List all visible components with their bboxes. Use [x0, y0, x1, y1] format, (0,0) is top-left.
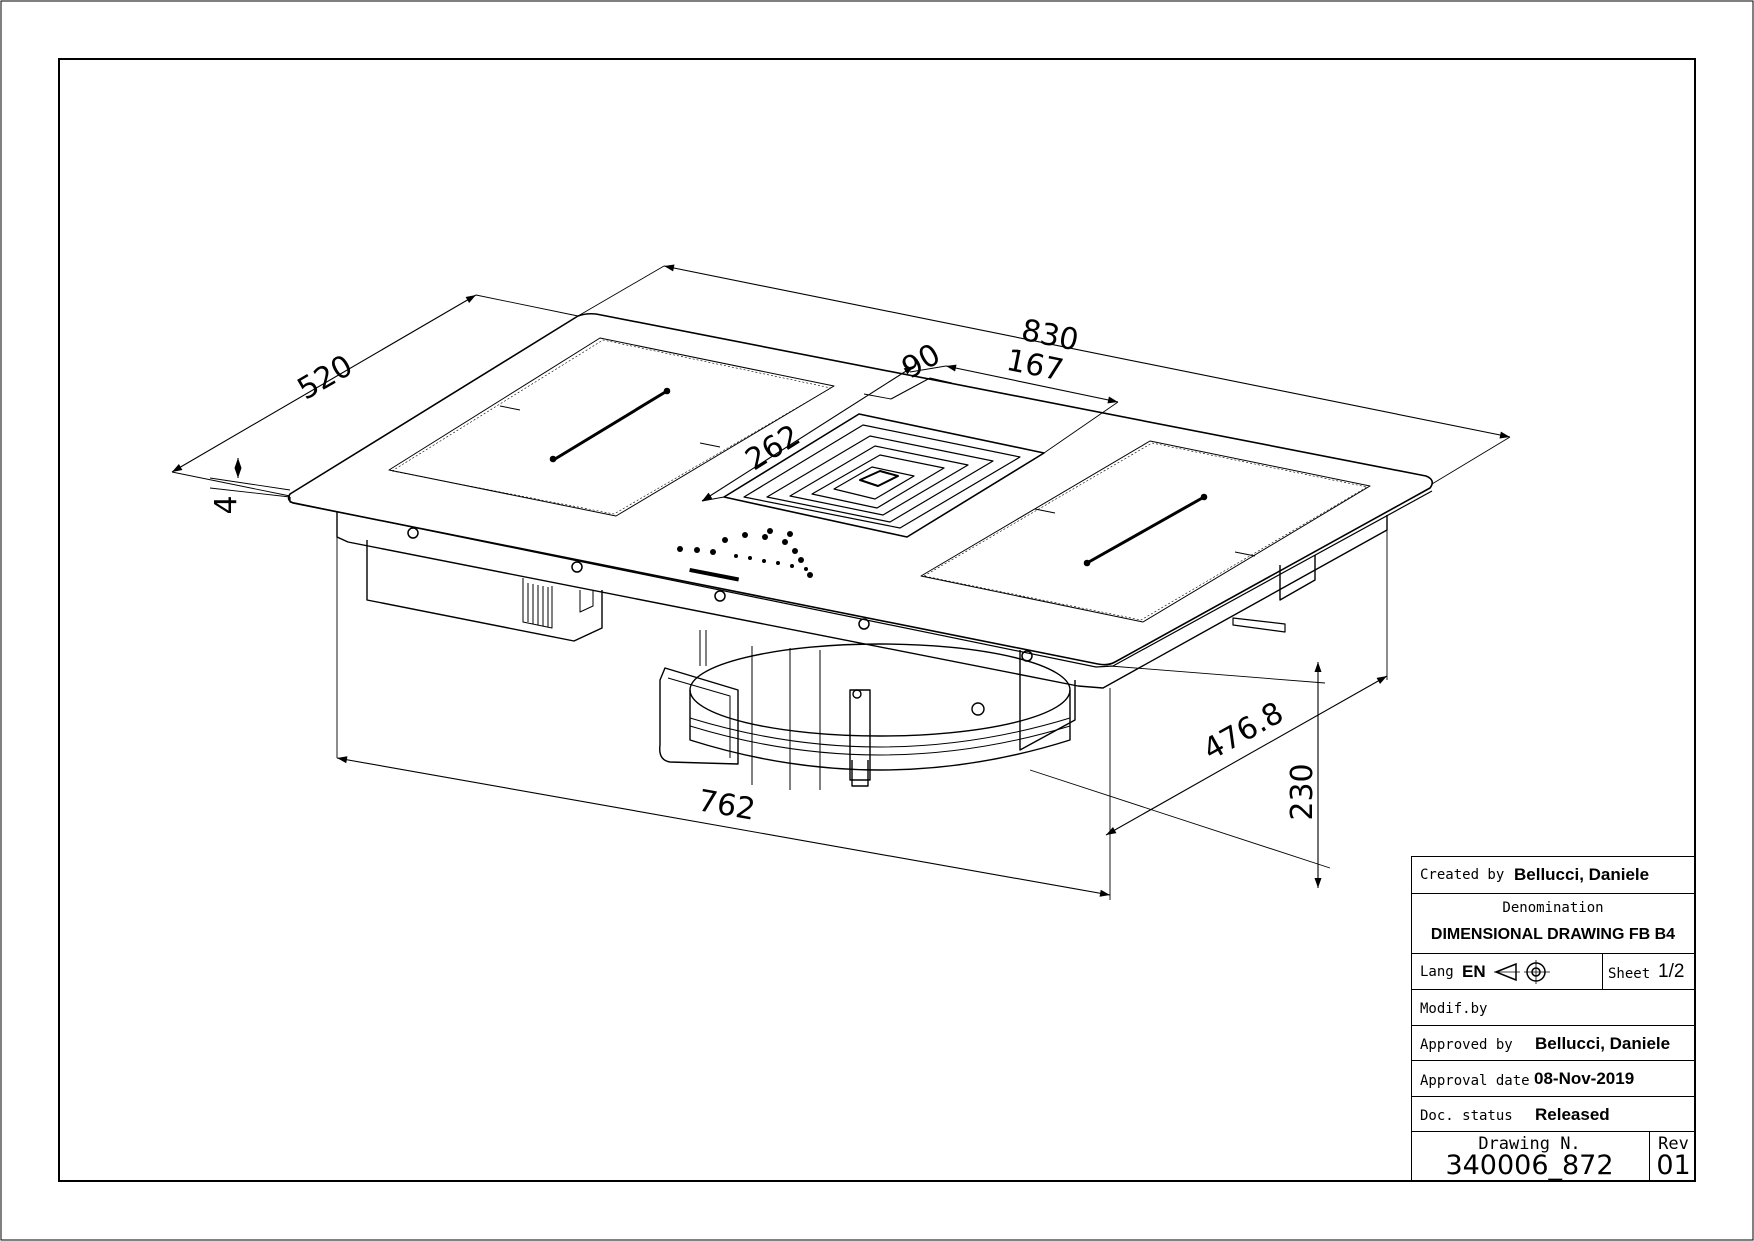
- approved-by-value: Bellucci, Daniele: [1535, 1034, 1671, 1053]
- cooking-zone-right: [920, 440, 1371, 623]
- lang-value: EN: [1462, 962, 1486, 981]
- sheet-label: Sheet: [1608, 966, 1651, 982]
- dimension-lines: [171, 264, 1511, 900]
- rev-value: 01: [1656, 1150, 1691, 1181]
- title-block: Created by Bellucci, Daniele Denominatio…: [1411, 856, 1695, 1182]
- fan-motor: [659, 630, 1076, 790]
- electronics-box-right: [1279, 555, 1316, 601]
- created-by-value: Bellucci, Daniele: [1514, 865, 1650, 884]
- modif-label: Modif.by: [1420, 1001, 1488, 1017]
- approval-date-label: Approval date: [1420, 1073, 1530, 1089]
- drawing-n-label: Drawing N.: [1478, 1134, 1581, 1154]
- dim-230: 230: [1285, 763, 1320, 820]
- first-angle-projection-icon: [1494, 960, 1550, 984]
- approval-date-value: 08-Nov-2019: [1534, 1069, 1635, 1088]
- denomination-row: Denomination DIMENSIONAL DRAWING FB B4: [1412, 894, 1694, 954]
- doc-status-label: Doc. status: [1420, 1108, 1513, 1124]
- created-by-label: Created by: [1420, 867, 1505, 883]
- approval-date-row: Approval date 08-Nov-2019: [1412, 1061, 1694, 1097]
- lang-label: Lang: [1420, 964, 1454, 980]
- dim-762: 762: [695, 783, 757, 827]
- approved-by-label: Approved by: [1420, 1037, 1513, 1053]
- fixing-screws: [407, 527, 1033, 662]
- drawing-border: [58, 58, 1696, 1182]
- lang-sheet-row: Lang EN Sheet 1/2: [1412, 954, 1694, 990]
- drawing-n-value: 340006_872: [1445, 1150, 1614, 1181]
- dim-262: 262: [739, 418, 806, 478]
- sheet-divider: [1602, 954, 1603, 989]
- drawing-number-row: Drawing N. 340006_872 Rev 01: [1412, 1132, 1694, 1182]
- dim-4: 4: [209, 495, 244, 514]
- dim-520: 520: [292, 348, 359, 407]
- cooking-zone-left: [388, 337, 835, 517]
- dimension-labels: 830 520 4 90 167 262 762 476.8 230: [209, 313, 1320, 828]
- denomination-value: DIMENSIONAL DRAWING FB B4: [1430, 926, 1676, 943]
- rev-divider: [1649, 1132, 1650, 1182]
- touch-controls: [677, 528, 813, 582]
- dim-90: 90: [896, 337, 947, 386]
- rev-label: Rev: [1658, 1134, 1689, 1154]
- doc-status-row: Doc. status Released: [1412, 1097, 1694, 1132]
- created-by-row: Created by Bellucci, Daniele: [1412, 857, 1694, 894]
- sheet-value: 1/2: [1658, 961, 1685, 982]
- approved-by-row: Approved by Bellucci, Daniele: [1412, 1026, 1694, 1061]
- electronics-box-left: [366, 540, 603, 642]
- glass-top-plate: [287, 312, 1434, 666]
- modif-row: Modif.by: [1412, 990, 1694, 1026]
- doc-status-value: Released: [1535, 1105, 1610, 1124]
- denomination-label: Denomination: [1502, 900, 1604, 916]
